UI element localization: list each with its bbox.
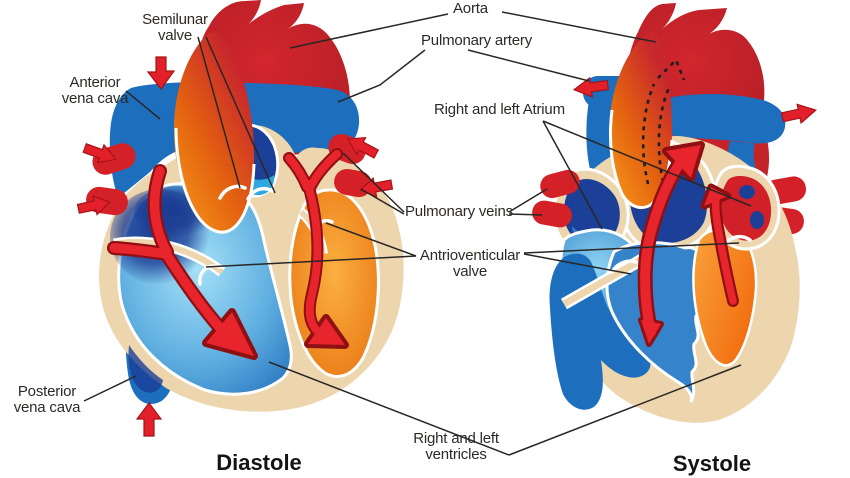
right-vein-arrow-1 bbox=[346, 136, 380, 159]
line-semilunar-b bbox=[205, 36, 276, 194]
flow-arrow-left-side bbox=[283, 148, 349, 349]
pulmonary-trunk bbox=[609, 31, 672, 208]
left-vein-arrow-1 bbox=[82, 142, 117, 164]
left-vein-stubs bbox=[532, 169, 580, 228]
line-pa-right bbox=[467, 49, 590, 82]
inflow-arrows-small bbox=[76, 56, 394, 437]
pa-right-outflow-arrow bbox=[780, 103, 817, 125]
ejection-arrow-secondary bbox=[700, 183, 739, 307]
semilunar-valve-label: Semilunar valve bbox=[142, 11, 208, 44]
pulmonary-trunk-outline bbox=[174, 127, 256, 234]
left-vein-arrow-2 bbox=[76, 195, 111, 216]
top-inflow-arrow bbox=[146, 56, 176, 91]
line-semilunar-a bbox=[197, 36, 241, 189]
pulmonary-artery-label: Pulmonary artery bbox=[421, 32, 533, 49]
flow-arrow-right-side bbox=[107, 164, 258, 360]
vena-cava-entry-accent bbox=[128, 345, 163, 393]
pulmonary-trunk bbox=[173, 32, 255, 233]
outflow-arrows bbox=[572, 76, 817, 125]
line-pa-left bbox=[337, 49, 426, 103]
systole-heart bbox=[532, 3, 817, 423]
posterior-vena-cava-label: Posterior vena cava bbox=[13, 383, 81, 416]
pa-left-outflow-arrow bbox=[572, 76, 610, 98]
right-pocket-navy-1 bbox=[739, 185, 755, 199]
line-av-right-a bbox=[523, 242, 740, 254]
antrioventicular-valve-label: Antrioventicular valve bbox=[419, 247, 521, 280]
anterior-vena-cava-label: Anterior vena cava bbox=[61, 74, 129, 107]
right-left-ventricles-label: Right and left ventricles bbox=[413, 430, 499, 463]
diastole-title: Diastole bbox=[216, 450, 302, 475]
line-av-left-b bbox=[325, 222, 417, 257]
line-avc bbox=[125, 90, 161, 120]
line-pv-right-b bbox=[508, 213, 543, 216]
line-pv-right-a bbox=[508, 188, 548, 213]
right-pocket-navy-2 bbox=[750, 211, 764, 229]
line-pvc bbox=[83, 375, 137, 402]
semilunar-valve-flaps bbox=[218, 184, 274, 201]
pointer-lines bbox=[83, 11, 752, 456]
line-pv-left-a bbox=[342, 152, 405, 213]
line-aorta-right bbox=[501, 11, 657, 43]
ejection-arrow-main bbox=[637, 141, 705, 347]
line-vent-a bbox=[268, 361, 510, 456]
line-atrium-a bbox=[542, 120, 603, 230]
systole-title: Systole bbox=[672, 451, 752, 476]
dashed-flow-arrow bbox=[641, 57, 686, 185]
pulmonary-artery-main bbox=[651, 94, 786, 144]
line-aorta-left bbox=[289, 13, 449, 49]
bottom-inflow-arrow bbox=[135, 402, 163, 437]
line-av-right-b bbox=[523, 253, 632, 275]
pulmonary-veins-label: Pulmonary veins bbox=[405, 203, 513, 220]
line-atrium-b bbox=[542, 120, 752, 207]
line-vent-b bbox=[508, 364, 742, 456]
right-left-atrium-label: Right and left Atrium bbox=[434, 101, 565, 118]
diastole-heart bbox=[76, 0, 404, 437]
aorta-label: Aorta bbox=[453, 0, 488, 17]
line-pv-left-b bbox=[360, 188, 405, 215]
line-av-left-a bbox=[205, 255, 417, 268]
